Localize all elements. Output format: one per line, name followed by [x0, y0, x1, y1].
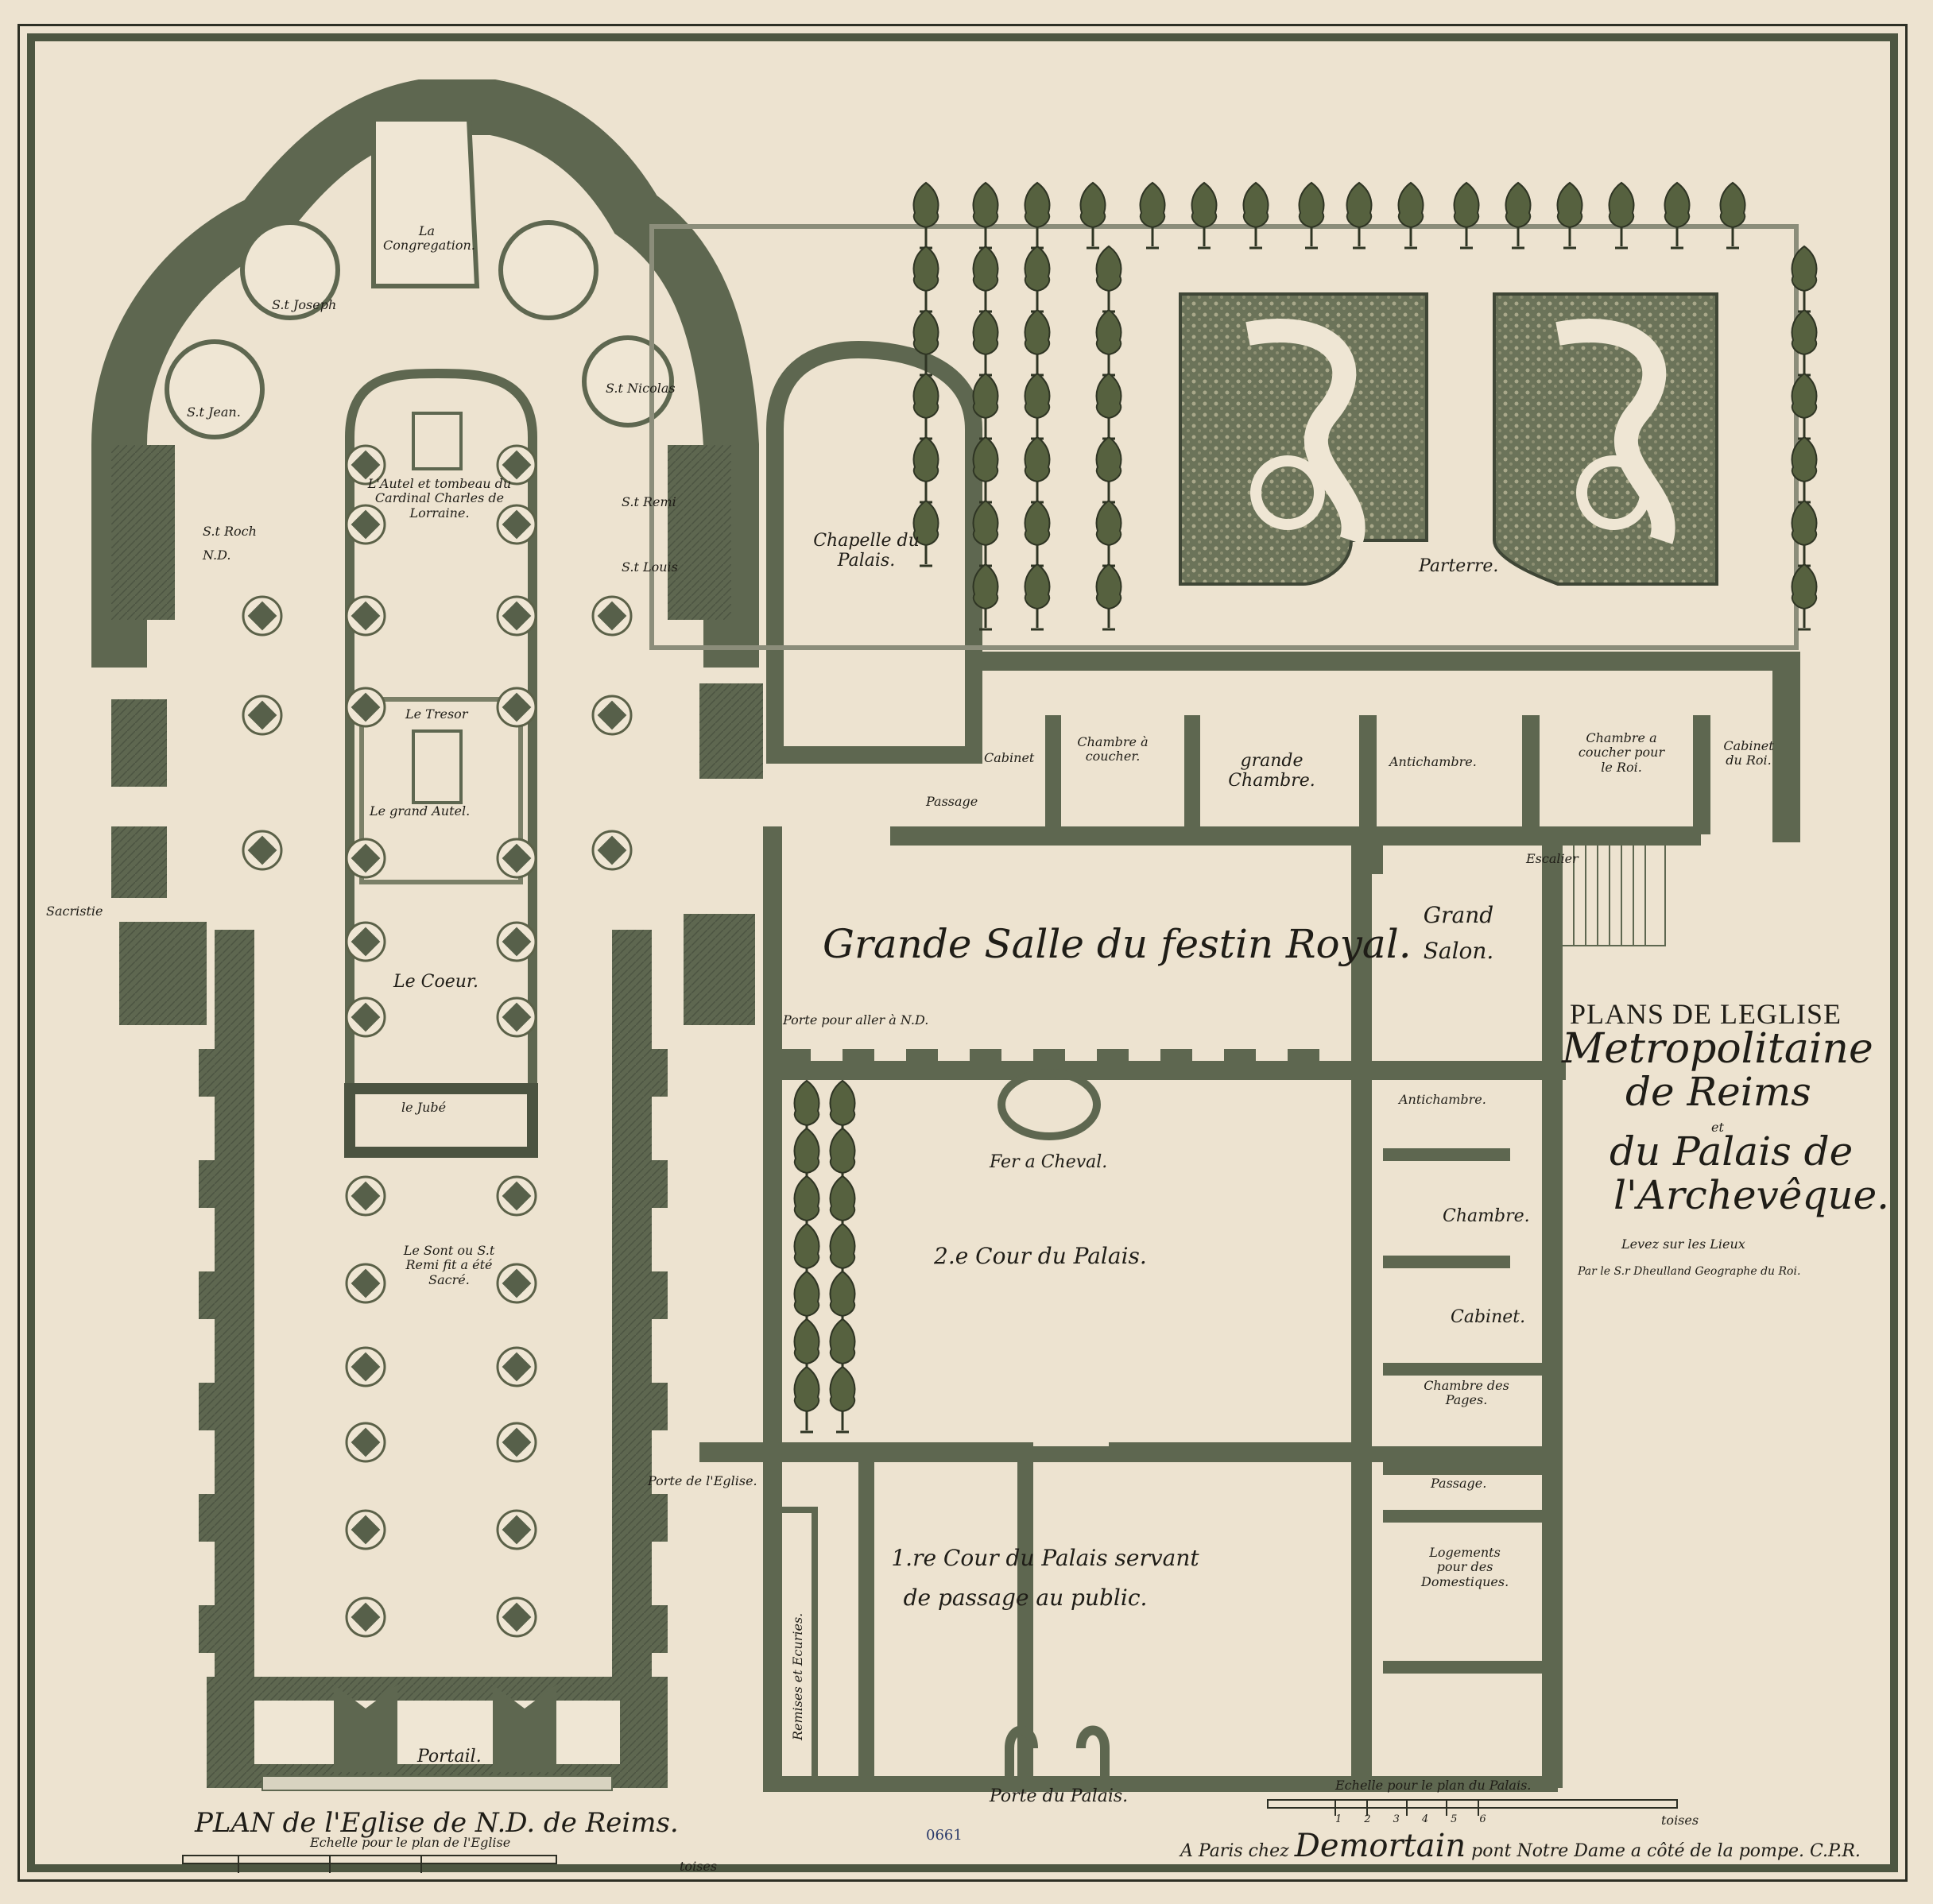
label-first-court-line1: 1.re Cour du Palais servant [891, 1545, 1199, 1571]
label-chapel-st-remi: S.t Remi [622, 494, 676, 509]
label-passage-small: Passage [926, 794, 978, 809]
label-chapel-st-louis: S.t Louis [622, 559, 678, 575]
label-chambre-des-pages: Chambre des Pages. [1424, 1378, 1509, 1408]
label-escalier: Escalier [1526, 851, 1579, 866]
label-first-court-line2: de passage au public. [903, 1585, 1148, 1611]
label-high-altar: Le grand Autel. [370, 803, 471, 818]
label-passage: Passage. [1431, 1476, 1487, 1491]
label-congregation: La Congregation. [383, 223, 475, 253]
title-archeveque: l'Archevêque. [1613, 1172, 1890, 1218]
imprint-publisher: Demortain [1294, 1828, 1466, 1864]
palace-scale-caption: Echelle pour le plan du Palais. [1335, 1778, 1532, 1793]
label-chapel-nd: N.D. [203, 548, 231, 563]
imprint-suffix: pont Notre Dame a côté de la pompe. C.P.… [1471, 1841, 1861, 1861]
label-sacristy: Sacristie [46, 904, 103, 919]
title-du-palais-de: du Palais de [1610, 1128, 1854, 1175]
label-fer-a-cheval: Fer a Cheval. [990, 1152, 1108, 1172]
label-chapel-st-jean: S.t Jean. [187, 404, 241, 420]
label-parterre: Parterre. [1419, 556, 1499, 576]
label-portal: Portail. [417, 1747, 482, 1767]
label-porte-nd: Porte pour aller à N.D. [783, 1012, 929, 1027]
label-cabinet-right: Cabinet. [1451, 1307, 1526, 1327]
label-chapel-st-nicolas: S.t Nicolas [606, 381, 676, 396]
imprint-prefix: A Paris chez [1180, 1841, 1289, 1861]
label-chambre-du-roi: Chambre a coucher pour le Roi. [1578, 730, 1665, 775]
label-grand-salon: Grand Salon. [1423, 902, 1494, 964]
palace-scale-ticks: 123456 [1335, 1813, 1509, 1825]
label-altar-tomb-cardinal: L'Autel et tombeau du Cardinal Charles d… [367, 476, 512, 521]
label-tresor: Le Tresor [405, 706, 468, 722]
label-jube: le Jubé [401, 1100, 447, 1115]
collection-stamp: 0661 [926, 1827, 963, 1844]
title-author-credit: Par le S.r Dheulland Geographe du Roi. [1578, 1265, 1801, 1278]
title-de-reims: de Reims [1625, 1069, 1811, 1115]
title-caps-line: PLANS DE LEGLISE [1570, 998, 1842, 1030]
label-chambre-right: Chambre. [1443, 1206, 1530, 1226]
label-chapel-st-joseph: S.t Joseph [272, 297, 337, 312]
label-porte-de-leglise: Porte de l'Eglise. [648, 1473, 757, 1488]
label-second-court: 2.e Cour du Palais. [934, 1243, 1147, 1269]
label-cabinet-left: Cabinet [984, 750, 1035, 765]
outer-frame-border [17, 24, 1908, 1882]
label-porte-du-palais: Porte du Palais. [990, 1786, 1129, 1806]
label-chapel-st-roch: S.t Roch [203, 524, 257, 539]
title-metropolitaine: Metropolitaine [1562, 1025, 1873, 1073]
church-scale-unit: toises [680, 1859, 718, 1874]
inner-frame-border [27, 33, 1898, 1872]
church-plan-caption: PLAN de l'Eglise de N.D. de Reims. [195, 1807, 679, 1839]
label-cabinet-du-roi: Cabinet du Roi. [1723, 738, 1774, 768]
label-chambre-a-coucher: Chambre à coucher. [1077, 734, 1149, 764]
label-antichambre-right: Antichambre. [1399, 1092, 1486, 1107]
label-remises-ecuries: Remises et Ecuries. [790, 1612, 805, 1740]
label-logements-domestiques: Logements pour des Domestiques. [1421, 1545, 1509, 1589]
label-antichambre-top: Antichambre. [1389, 754, 1477, 769]
title-conjunction: et [1711, 1120, 1724, 1135]
label-festin-hall: Grande Salle du festin Royal. [823, 921, 1412, 967]
title-surveyed-note: Levez sur les Lieux [1621, 1236, 1745, 1252]
label-baptismal-font: Le Sont ou S.t Remi fit a été Sacré. [403, 1243, 495, 1287]
palace-scale-unit: toises [1661, 1813, 1699, 1828]
label-choir: Le Coeur. [393, 972, 478, 992]
church-scale-caption: Echelle pour le plan de l'Eglise [310, 1835, 511, 1850]
label-palace-chapel: Chapelle du Palais. [813, 531, 920, 571]
publisher-imprint: A Paris chez Demortain pont Notre Dame a… [1180, 1828, 1861, 1864]
label-grande-chambre: grande Chambre. [1228, 751, 1315, 791]
